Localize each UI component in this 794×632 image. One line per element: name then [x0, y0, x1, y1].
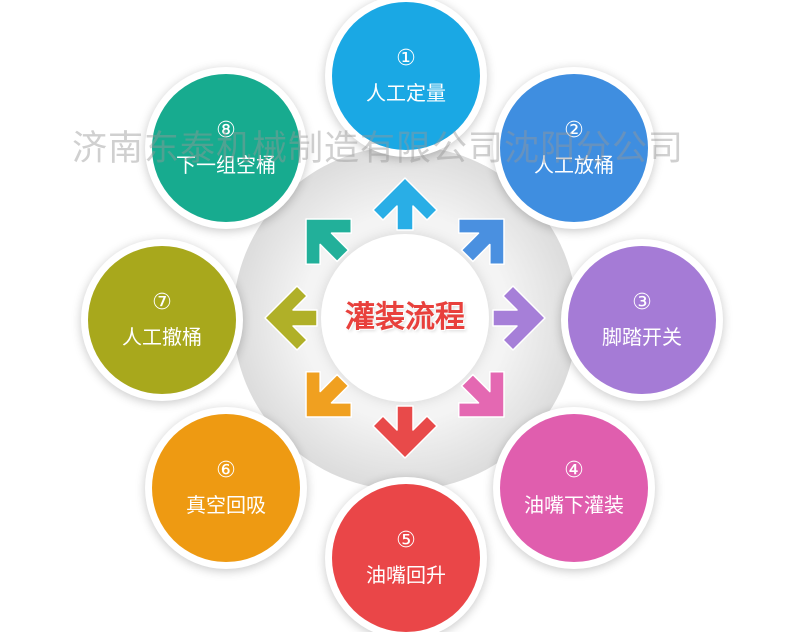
step-node-7: ⑦ 人工撤桶 [88, 246, 236, 394]
step-number: ⑤ [396, 528, 416, 553]
step-number: ② [564, 118, 584, 143]
step-number: ③ [632, 290, 652, 315]
arrow-shape [305, 218, 353, 266]
direction-arrow-4 [457, 370, 505, 418]
center-title: 灌装流程 [345, 300, 465, 335]
arrow-shape [457, 218, 505, 266]
step-node-3: ③ 脚踏开关 [568, 246, 716, 394]
direction-arrow-5 [372, 405, 438, 459]
step-label: 脚踏开关 [602, 325, 682, 349]
step-number: ⑥ [216, 458, 236, 483]
arrow-shape [305, 370, 353, 418]
step-node-4: ④ 油嘴下灌装 [500, 414, 648, 562]
arrow-shape [372, 177, 438, 231]
step-node-1: ① 人工定量 [332, 2, 480, 150]
arrow-shape [457, 370, 505, 418]
step-label: 人工定量 [366, 81, 446, 105]
step-number: ⑧ [216, 118, 236, 143]
step-number: ① [396, 46, 416, 71]
step-label: 人工撤桶 [122, 325, 202, 349]
direction-arrow-2 [457, 218, 505, 266]
arrow-shape [264, 285, 318, 351]
step-label: 真空回吸 [186, 493, 266, 517]
inner-disc [321, 234, 489, 402]
step-label: 下一组空桶 [176, 153, 276, 177]
arrows-layer [264, 177, 546, 459]
step-node-2: ② 人工放桶 [500, 74, 648, 222]
direction-arrow-8 [305, 218, 353, 266]
direction-arrow-7 [264, 285, 318, 351]
step-node-5: ⑤ 油嘴回升 [332, 484, 480, 632]
step-number: ④ [564, 458, 584, 483]
arrow-shape [372, 405, 438, 459]
direction-arrow-6 [305, 370, 353, 418]
step-label: 人工放桶 [534, 153, 614, 177]
arrow-shape [492, 285, 546, 351]
step-label: 油嘴下灌装 [524, 493, 624, 517]
step-node-6: ⑥ 真空回吸 [152, 414, 300, 562]
step-label: 油嘴回升 [366, 563, 446, 587]
direction-arrow-1 [372, 177, 438, 231]
direction-arrow-3 [492, 285, 546, 351]
step-node-8: ⑧ 下一组空桶 [152, 74, 300, 222]
step-number: ⑦ [152, 290, 172, 315]
